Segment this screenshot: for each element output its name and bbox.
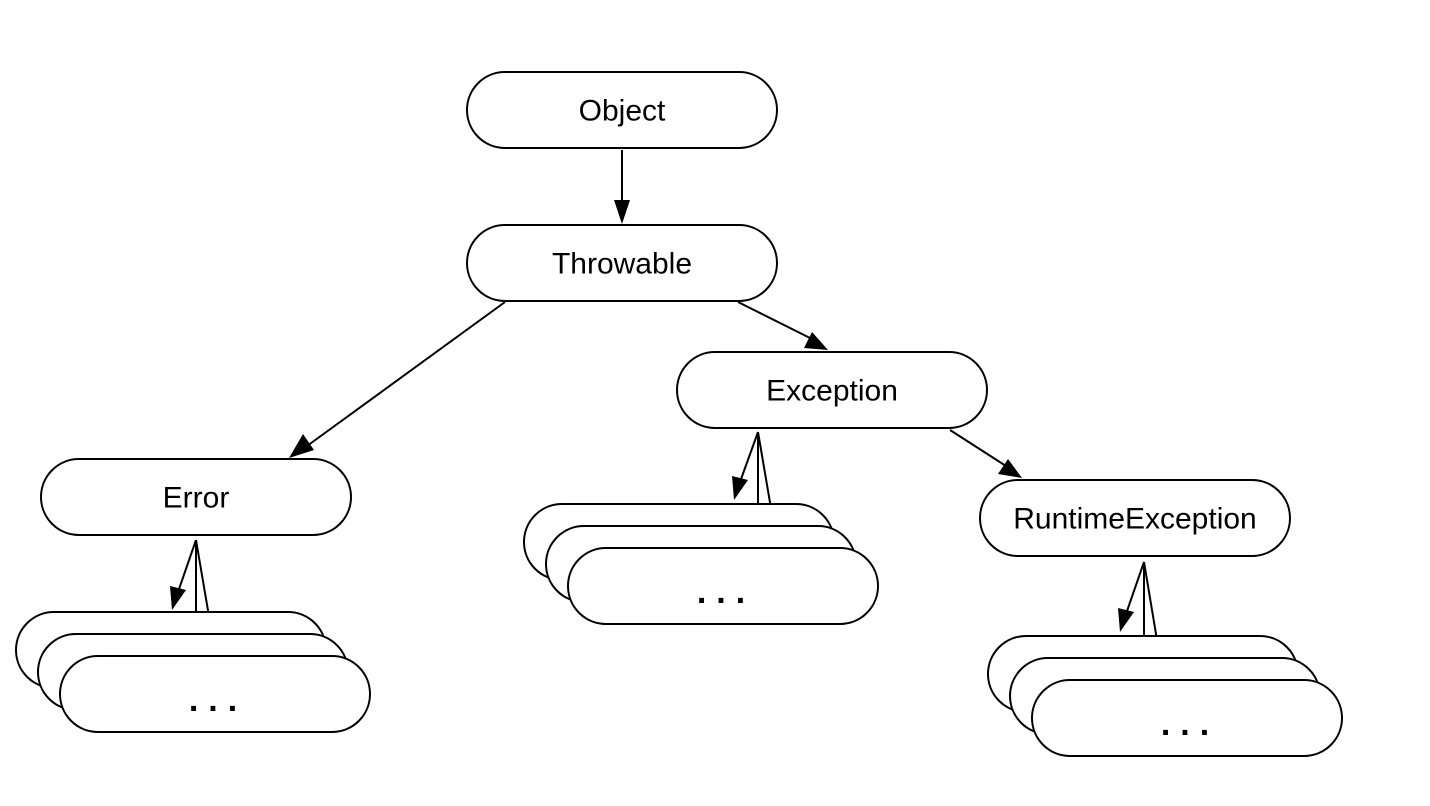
node-runtime-exception-label: RuntimeException <box>1013 503 1256 536</box>
node-throwable: Throwable <box>466 224 778 302</box>
node-object: Object <box>466 71 778 149</box>
stack-error-subclasses-label: ... <box>189 681 247 719</box>
stack-exception-subclasses-label: ... <box>697 573 755 611</box>
node-error-label: Error <box>163 482 230 515</box>
node-throwable-label: Throwable <box>552 248 692 281</box>
node-exception-label: Exception <box>766 375 898 408</box>
edge-object-to-throwable <box>614 150 630 224</box>
node-runtime-exception: RuntimeException <box>979 479 1291 557</box>
node-object-label: Object <box>579 95 666 128</box>
edge-throwable-to-error <box>289 301 506 458</box>
stack-runtime-exception-subclasses-label: ... <box>1161 705 1219 743</box>
stack-error-subclasses: ... <box>15 611 371 733</box>
node-exception: Exception <box>676 351 988 429</box>
node-error: Error <box>40 458 352 536</box>
stack-runtime-exception-subclasses: ... <box>987 635 1343 757</box>
edge-exception-to-runtime-exception <box>949 429 1022 478</box>
stack-exception-subclasses: ... <box>523 503 879 625</box>
edge-throwable-to-exception <box>737 301 828 350</box>
